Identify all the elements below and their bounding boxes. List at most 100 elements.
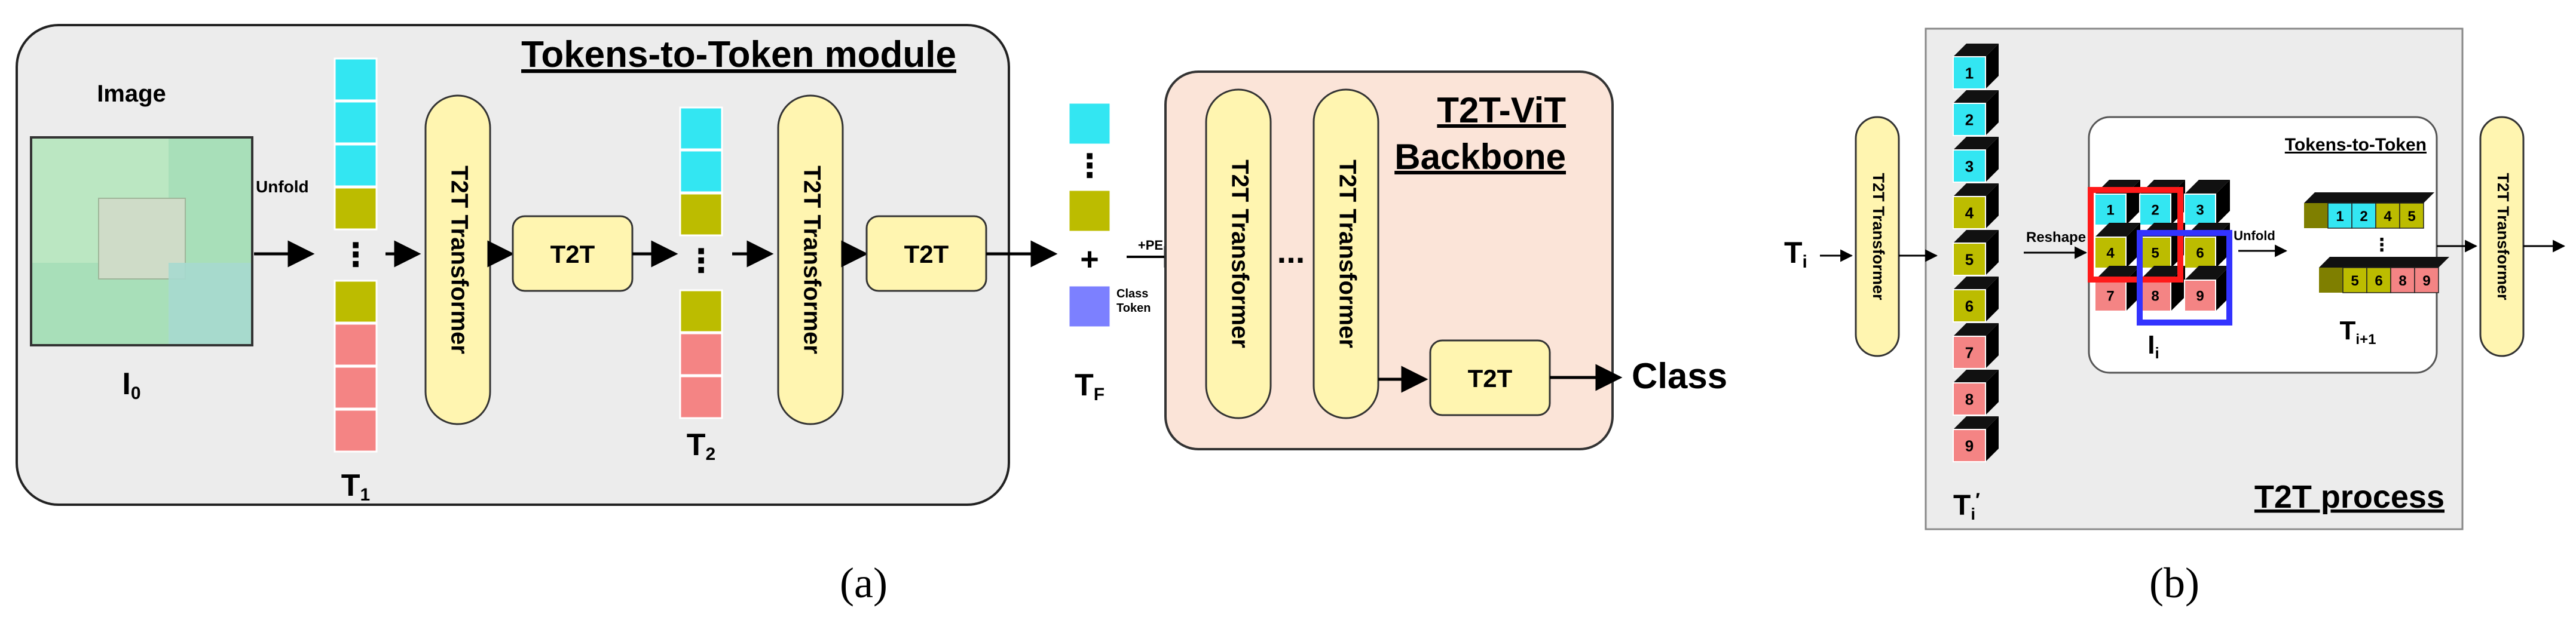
strip-cell xyxy=(2342,267,2367,293)
token-number: 4 xyxy=(1965,204,1974,222)
caption-a: (a) xyxy=(840,559,888,607)
t2t-transformer-capsule xyxy=(1205,88,1272,419)
t2t-transformer-capsule xyxy=(2479,116,2525,357)
t1-label: T1 xyxy=(341,468,370,505)
strip-cell xyxy=(2327,202,2352,229)
token-number: 5 xyxy=(1965,250,1974,268)
token-cyan xyxy=(679,106,723,151)
cube-top-face xyxy=(2095,223,2140,237)
strip-dots: ⋮ xyxy=(2373,235,2391,255)
token-pink xyxy=(334,366,378,410)
cube-top-face xyxy=(1953,277,1999,290)
t2t-process-title: T2T process xyxy=(2254,479,2445,515)
image-label: Image xyxy=(97,81,166,107)
token-number: 5 xyxy=(2151,245,2159,262)
token-number: 6 xyxy=(2196,245,2204,262)
unfold-label-b: Unfold xyxy=(2234,228,2275,243)
cube-front-face xyxy=(1953,242,1986,276)
grid-token-cube: 3 xyxy=(2184,180,2230,226)
tf-label: TF xyxy=(1075,368,1105,404)
token-cyan xyxy=(334,143,378,188)
t2t-box-label: T2T xyxy=(550,240,595,268)
t2t-box-label: T2T xyxy=(904,240,949,268)
t2t-module-title: Tokens-to-Token module xyxy=(521,34,956,75)
token-pink xyxy=(334,323,378,367)
token-cube: 7 xyxy=(1953,323,1999,369)
cube-side-face xyxy=(2216,180,2230,225)
token-cube: 5 xyxy=(1953,230,1999,276)
i0-label: I0 xyxy=(122,367,140,403)
cube-top-face xyxy=(2185,180,2230,194)
tokens-to-token-title: Tokens-to-Token xyxy=(2285,135,2427,155)
strip-end-cap xyxy=(2319,268,2343,293)
token-olive xyxy=(679,192,723,237)
t1-token-column: ⋮ xyxy=(334,57,378,453)
cube-top-face xyxy=(1953,416,1999,429)
caption-b: (b) xyxy=(2149,559,2199,607)
token-cube: 8 xyxy=(1953,370,1999,416)
cube-front-face xyxy=(2139,194,2171,226)
strip-number: 9 xyxy=(2422,273,2430,289)
t2-token-column: ⋮ xyxy=(679,106,723,419)
strip-cell xyxy=(2414,267,2439,293)
token-number: 3 xyxy=(1965,157,1974,175)
strip-top-face xyxy=(2304,192,2434,203)
cube-front-face xyxy=(2184,194,2216,226)
token-number: 9 xyxy=(1965,437,1974,455)
cube-front-face xyxy=(1953,382,1986,416)
token-number: 3 xyxy=(2196,202,2204,219)
cube-side-face xyxy=(1985,370,1999,415)
token-cyan xyxy=(334,100,378,145)
cube-top-face xyxy=(1953,137,1999,150)
t2t-transformer-label: T2T Transformer xyxy=(1334,159,1360,348)
token-number: 7 xyxy=(2106,288,2114,305)
cube-top-face xyxy=(1953,44,1999,57)
cube-side-face xyxy=(1985,90,1999,136)
t2-label: T2 xyxy=(687,428,715,464)
cube-top-face xyxy=(2185,266,2230,280)
t2t-box-label: T2T xyxy=(1468,364,1513,392)
panel-b: T2T process Ti T2T Transformer 123456789… xyxy=(1784,27,2566,607)
strip-number: 6 xyxy=(2375,273,2382,289)
ellipsis-vertical: ⋮ xyxy=(1073,148,1106,184)
strip-cell xyxy=(2366,267,2391,293)
cube-front-face xyxy=(1953,289,1986,323)
t2t-transformer-label: T2T Transformer xyxy=(1226,159,1253,348)
strip-number: 2 xyxy=(2360,208,2367,225)
cube-front-face xyxy=(2184,280,2216,312)
cube-front-face xyxy=(1953,196,1986,229)
token-cyan xyxy=(1067,102,1112,146)
class-token xyxy=(1067,284,1112,329)
strip-number: 4 xyxy=(2384,208,2392,225)
cube-front-face xyxy=(1953,149,1986,183)
token-olive xyxy=(334,280,378,324)
cube-front-face xyxy=(1953,56,1986,90)
token-number: 2 xyxy=(2151,202,2159,219)
token-pink xyxy=(679,332,723,376)
cube-side-face xyxy=(1985,137,1999,182)
strip-number: 5 xyxy=(2351,273,2358,289)
cube-top-face xyxy=(1953,90,1999,103)
ellipsis-horizontal: ... xyxy=(1277,232,1305,270)
token-cyan xyxy=(679,149,723,194)
strip-end-cap xyxy=(2304,203,2328,228)
token-number: 1 xyxy=(1965,64,1974,82)
cube-top-face xyxy=(1953,323,1999,336)
t2t-transformer-capsule xyxy=(1855,116,1900,357)
strip-number: 5 xyxy=(2407,208,2415,225)
blue-window-highlight xyxy=(2137,230,2232,326)
cube-side-face xyxy=(1985,44,1999,89)
cube-top-face xyxy=(1953,370,1999,383)
cube-front-face xyxy=(1953,336,1986,369)
token-cube: 1 xyxy=(1953,44,1999,90)
cube-side-face xyxy=(1985,416,1999,462)
strip-cell xyxy=(2351,202,2376,229)
token-olive xyxy=(334,186,378,231)
t2t-transformer-capsule xyxy=(1313,88,1379,419)
unfold-label: Unfold xyxy=(256,177,309,196)
